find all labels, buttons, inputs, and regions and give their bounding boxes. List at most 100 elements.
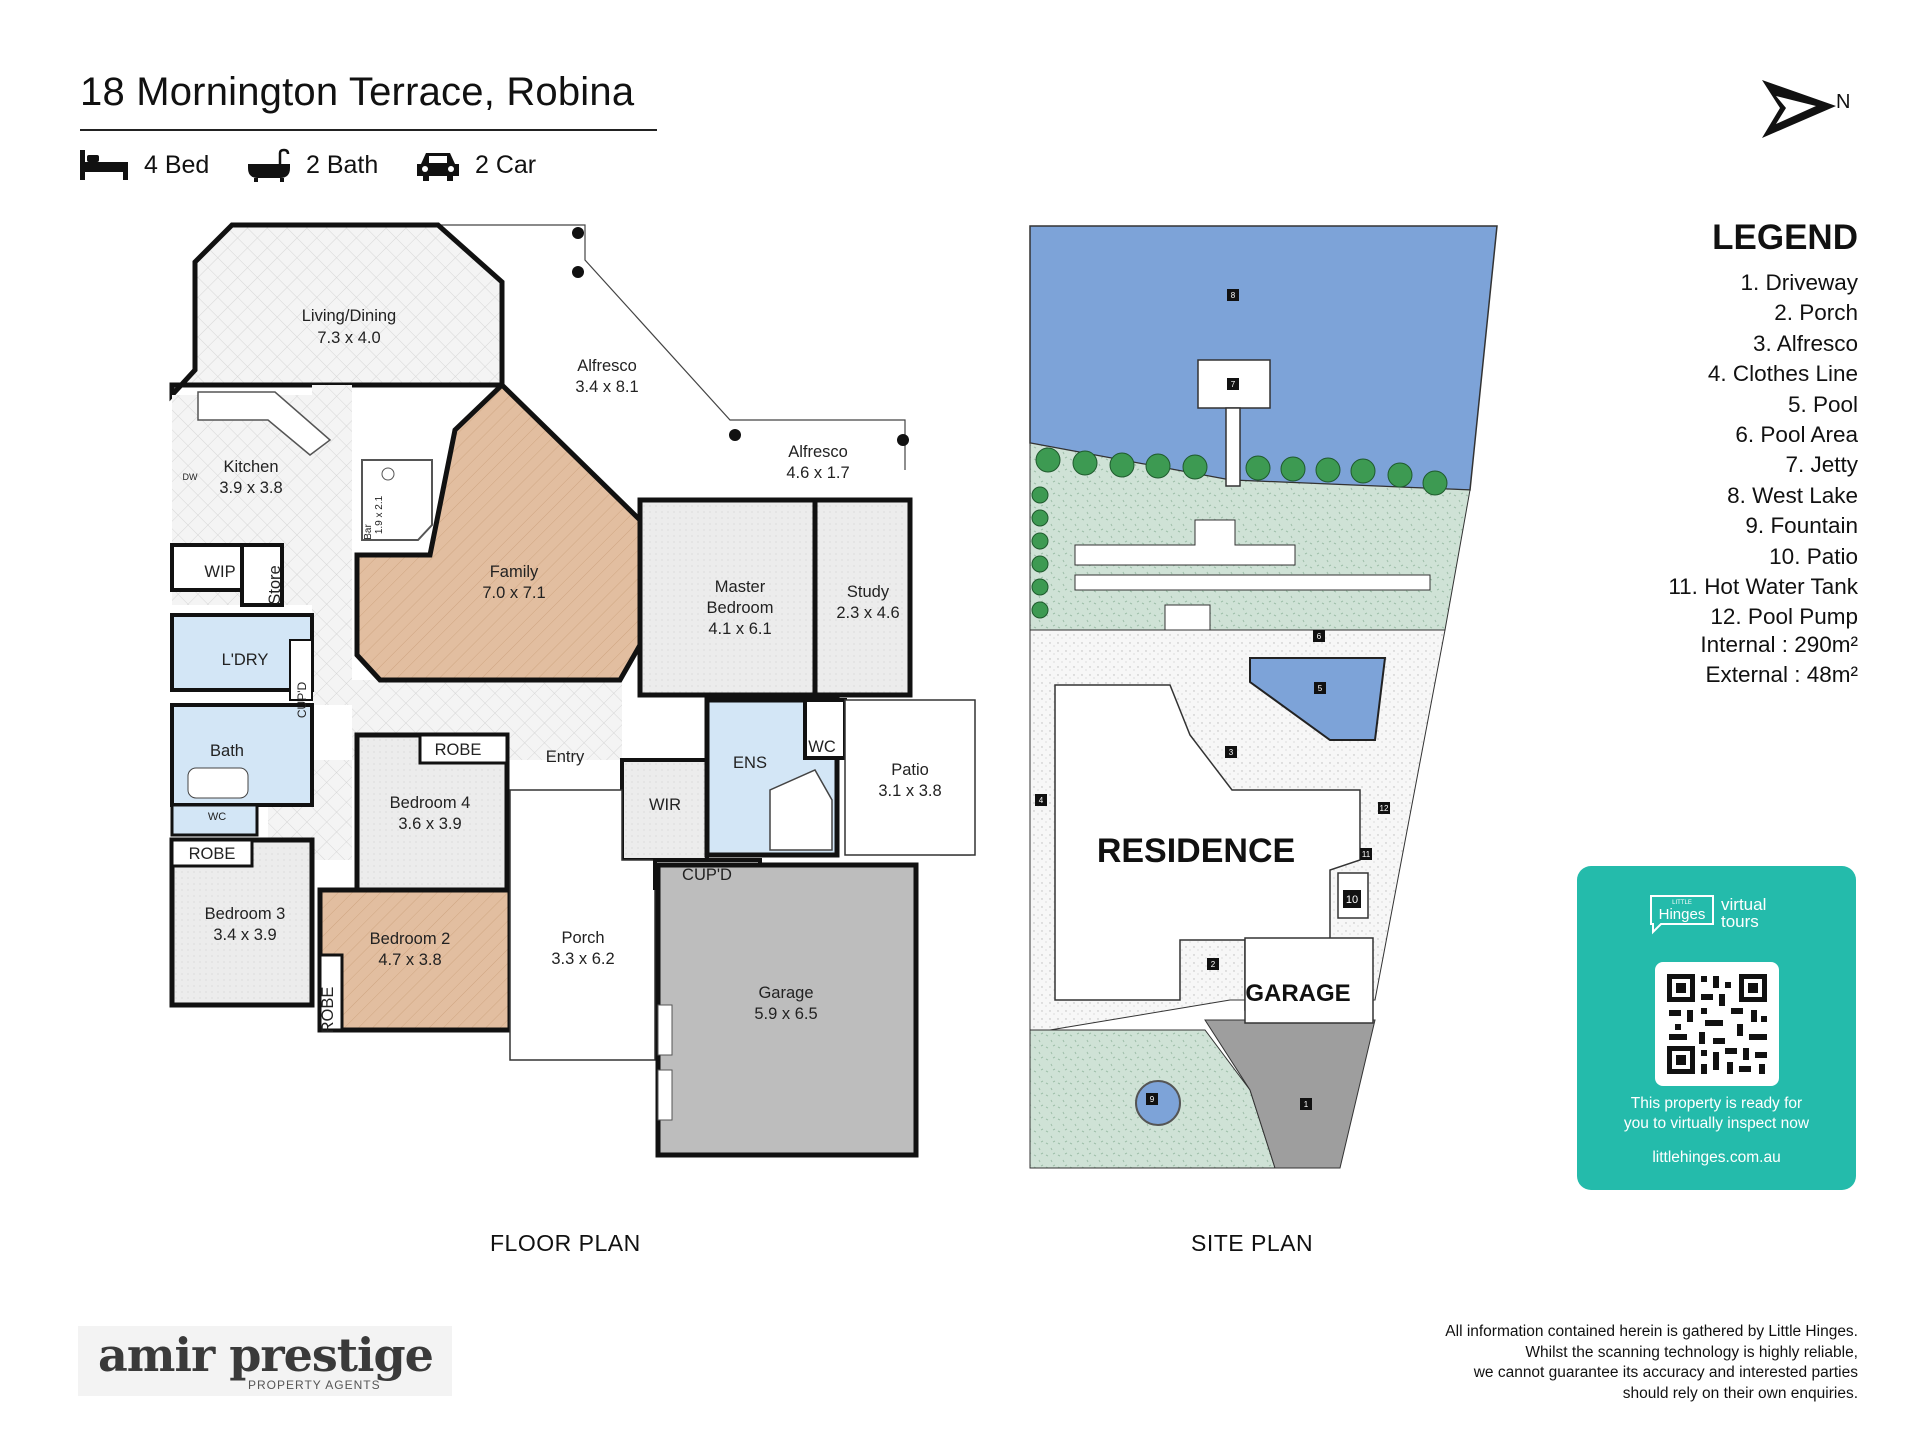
marker-11: 11 [1362,850,1371,859]
car-count: 2 Car [475,150,537,179]
room-master-name2: Bedroom [707,599,774,617]
room-garage-name: Garage [758,984,813,1002]
room-alfresco1-size: 3.4 x 8.1 [575,378,638,396]
room-bedroom3-name: Bedroom 3 [205,905,286,923]
marker-12: 12 [1380,804,1389,813]
legend-item: 11. Hot Water Tank [1668,574,1858,600]
room-alfresco2-size: 4.6 x 1.7 [786,464,849,482]
disclaimer: All information contained herein is gath… [1445,1322,1858,1404]
residence-label: RESIDENCE [1097,832,1295,870]
room-dw-name: DW [183,472,198,482]
legend-item: 8. West Lake [1727,482,1858,508]
room-wir-name: WIR [649,796,681,814]
legend-item: 7. Jetty [1785,452,1858,478]
vt-line-1: This property is ready for [1630,1095,1803,1112]
room-wip-name: WIP [204,563,235,581]
legend-item: 1. Driveway [1740,270,1858,295]
floor-plan-caption: FLOOR PLAN [490,1230,641,1256]
site-plan-caption: SITE PLAN [1191,1230,1314,1256]
room-bath-name: Bath [210,742,244,760]
room-porch-name: Porch [561,929,604,947]
bath-feature: 2 Bath [246,148,378,182]
disclaimer-line: All information contained herein is gath… [1445,1323,1858,1340]
legend-item: 12. Pool Pump [1710,604,1858,630]
room-wc2-name: WC [808,738,836,756]
room-bedroom2-size: 4.7 x 3.8 [378,951,441,969]
room-wc1-name: WC [208,811,226,823]
legend-item: 4. Clothes Line [1707,361,1858,387]
room-alfresco1-name: Alfresco [577,357,637,375]
title-underline [80,129,657,131]
room-porch-size: 3.3 x 6.2 [551,950,614,968]
internal-area: Internal : 290m² [1700,632,1858,657]
virtual-tour-card[interactable]: LITTLE Hinges virtual tours This [1577,866,1856,1190]
property-address: 18 Mornington Terrace, Robina [80,70,635,114]
bed-feature: 4 Bed [78,148,209,182]
room-cupd2-name: CUP'D [682,866,732,884]
brand-word-tours: tours [1721,912,1759,931]
bed-count: 4 Bed [144,150,210,179]
room-bar-name: Bar [363,524,374,540]
room-family-size: 7.0 x 7.1 [482,584,545,602]
bed-icon [80,150,128,180]
room-entry-name: Entry [546,748,585,766]
room-robe2-name: ROBE [435,741,482,759]
bath-count: 2 Bath [306,150,379,179]
room-living-size: 7.3 x 4.0 [317,329,380,347]
legend-item: 5. Pool [1787,391,1858,417]
room-study-name: Study [847,583,890,601]
disclaimer-line: Whilst the scanning technology is highly… [1525,1343,1858,1361]
legend-item: 9. Fountain [1745,513,1858,539]
room-study-size: 2.3 x 4.6 [836,604,899,622]
car-feature: 2 Car [415,148,536,182]
disclaimer-line: we cannot guarantee its accuracy and int… [1473,1364,1858,1381]
marker-4: 4 [1039,796,1044,805]
room-patio-name: Patio [891,761,929,779]
marker-3: 3 [1229,748,1234,757]
legend-item: 2. Porch [1774,300,1858,326]
room-bar-size: 1.9 x 2.1 [374,495,385,534]
vt-url-link[interactable]: littlehinges.com.au [1652,1149,1781,1166]
qr-code[interactable] [1655,962,1779,1086]
room-cupd1-name: CUP'D [295,682,309,719]
marker-7: 7 [1231,380,1236,389]
legend-title: LEGEND [1712,218,1858,257]
car-icon [417,153,459,181]
room-living-name: Living/Dining [302,307,396,325]
floor-plan: Living/Dining 7.3 x 4.0 Alfresco 3.4 x 8… [169,222,976,1158]
room-alfresco2-name: Alfresco [788,443,848,461]
garage-label: GARAGE [1245,980,1350,1007]
room-kitchen-name: Kitchen [223,458,278,476]
room-patio-size: 3.1 x 3.8 [878,782,941,800]
external-area: External : 48m² [1705,662,1858,687]
vt-line-2: you to virtually inspect now [1623,1115,1810,1132]
marker-8: 8 [1231,291,1236,300]
north-arrow-icon [1762,80,1836,138]
room-master-size: 4.1 x 6.1 [708,620,771,638]
disclaimer-line: should rely on their own enquiries. [1622,1384,1858,1402]
agency-logo: amir prestige PROPERTY AGENTS [78,1326,452,1396]
brand-word-virtual: virtual [1721,895,1766,914]
room-ens-name: ENS [733,754,767,772]
marker-2: 2 [1211,960,1216,969]
marker-5: 5 [1318,684,1323,693]
room-robe1-name: ROBE [189,845,236,863]
site-plan: 1 2 3 4 5 6 7 8 9 10 11 12 RESIDENCE GAR… [1029,225,1498,1169]
agency-name: amir prestige [98,1328,434,1382]
room-bedroom3-size: 3.4 x 3.9 [213,926,276,944]
north-label: N [1836,91,1851,113]
marker-9: 9 [1150,1095,1155,1104]
room-garage-size: 5.9 x 6.5 [754,1005,817,1023]
room-master-name: Master [715,578,766,596]
bath-icon [248,148,290,182]
room-bedroom4-name: Bedroom 4 [390,794,471,812]
legend-list: 1. Driveway 2. Porch 3. Alfresco 4. Clot… [1668,268,1858,633]
agency-subtitle: PROPERTY AGENTS [248,1378,381,1392]
brand-small: LITTLE [1672,900,1692,906]
marker-6: 6 [1317,632,1322,641]
legend-item: 6. Pool Area [1735,422,1858,448]
room-family-name: Family [490,563,539,581]
room-laundry-name: L'DRY [222,651,269,669]
room-bedroom2-name: Bedroom 2 [370,930,451,948]
brand-name: Hinges [1659,906,1706,923]
